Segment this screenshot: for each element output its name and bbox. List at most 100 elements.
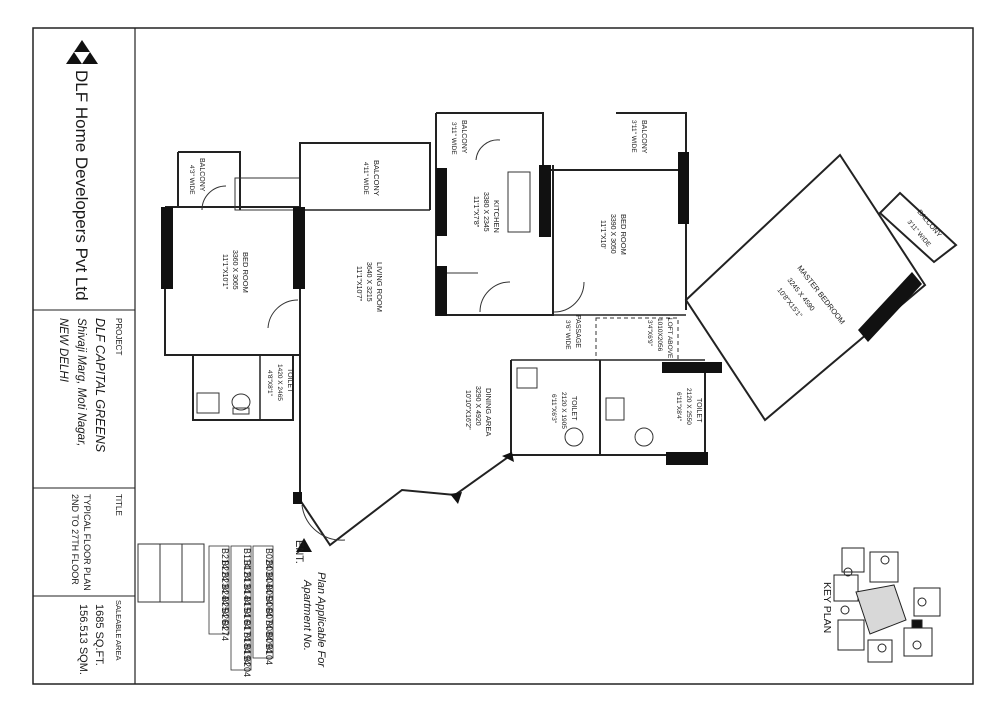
svg-text:TOILET: TOILET: [286, 368, 293, 393]
title-line2: 2ND TO 27TH FLOOR: [70, 494, 80, 585]
apartment-number: B274: [220, 620, 230, 641]
room-balcony-3: BALCONY 3'11" WIDE: [450, 120, 467, 155]
apartment-number: B194: [242, 644, 252, 665]
applicability-line1: Plan Applicable For: [315, 572, 327, 668]
svg-text:3380 X 2345: 3380 X 2345: [482, 192, 489, 232]
apartment-number: B114: [242, 548, 252, 568]
svg-text:4'3" WIDE: 4'3" WIDE: [188, 165, 195, 195]
apartment-number: B124: [242, 560, 252, 581]
floor-plan: [161, 112, 958, 547]
svg-text:11'1"X10'7": 11'1"X10'7": [355, 266, 362, 302]
dlf-logo-icon: [66, 40, 98, 64]
apartment-number: B154: [242, 596, 252, 617]
apartment-number: B094: [264, 632, 274, 653]
key-plan-diagram: [833, 547, 941, 663]
apartment-number: B064: [264, 596, 274, 617]
apartment-number: B024: [264, 548, 274, 569]
room-balcony-2: BALCONY 4'11" WIDE: [362, 160, 381, 196]
svg-text:BALCONY: BALCONY: [372, 160, 381, 196]
apartment-column-box: [208, 545, 230, 635]
room-toilet-3: TOILET 2120 X 2550 6'11"X8'4": [675, 388, 702, 425]
project-address-line1: Shivaji Marg, Moti Nagar,: [75, 318, 87, 446]
apartment-number: B204: [242, 656, 252, 677]
sheet-border: [32, 27, 974, 685]
svg-text:3390 X 3050: 3390 X 3050: [609, 214, 616, 254]
svg-text:2120 X 2550: 2120 X 2550: [685, 388, 692, 425]
svg-text:3290 X 4920: 3290 X 4920: [474, 386, 481, 426]
svg-text:1010X2056: 1010X2056: [656, 318, 663, 352]
entrance-arrow-icon: [296, 538, 312, 552]
svg-text:DINING AREA: DINING AREA: [484, 388, 493, 436]
apartment-number: B044: [264, 572, 274, 593]
room-dining-area: DINING AREA 3290 X 4920 10'10"X16'2": [464, 386, 493, 436]
title-heading: TITLE: [114, 494, 123, 516]
svg-text:3'11" WIDE: 3'11" WIDE: [450, 122, 457, 155]
apartment-number: B134: [242, 572, 252, 593]
apartment-number: B144: [242, 584, 252, 605]
apartment-column-box: [252, 545, 274, 659]
room-toilet-2: TOILET 2120 X 1905 6'11"X6'3": [550, 392, 577, 429]
svg-text:6'11"X8'4": 6'11"X8'4": [675, 392, 682, 422]
apartment-number: B234: [220, 572, 230, 593]
title-block: DLF Home Developers Pvt Ltd PROJECT DLF …: [33, 28, 136, 684]
apartment-number: B224: [220, 560, 230, 581]
key-plan-label: KEY PLAN: [821, 582, 833, 633]
project-address-line2: NEW DELHI: [57, 318, 69, 383]
room-master-bedroom: MASTER BEDROOM 3245 X 4590 10'8"X15'1": [775, 264, 846, 326]
area-sqft: 1685 SQ.FT.: [93, 604, 105, 666]
title-line1: TYPICAL FLOOR PLAN: [82, 494, 92, 591]
room-loft-above: LOFT ABOVE 1010X2056 3'4"X6'9": [646, 318, 673, 359]
svg-text:KITCHEN: KITCHEN: [492, 200, 501, 233]
svg-text:3'11" WIDE: 3'11" WIDE: [630, 120, 637, 153]
svg-text:1420 X 2465: 1420 X 2465: [276, 364, 283, 401]
apartment-number: B244: [220, 584, 230, 605]
apartment-number: B184: [242, 632, 252, 653]
project-name: DLF CAPITAL GREENS: [93, 318, 107, 453]
svg-text:TOILET: TOILET: [695, 398, 702, 423]
svg-text:11'1"X10': 11'1"X10': [599, 220, 606, 249]
svg-text:TOILET: TOILET: [570, 396, 577, 421]
svg-text:BALCONY: BALCONY: [198, 158, 205, 192]
svg-text:11'1"X10'1": 11'1"X10'1": [221, 254, 228, 290]
svg-text:3'4"X6'9": 3'4"X6'9": [646, 320, 653, 347]
room-kitchen: KITCHEN 3380 X 2345 11'1"X7'8": [472, 192, 501, 233]
apartment-column-box: [230, 545, 252, 671]
area-heading: SALEABLE AREA: [114, 600, 123, 660]
entrance-marker: ENT.: [293, 538, 312, 564]
room-balcony-5: BALCONY 3'11" WIDE: [905, 209, 942, 249]
room-bedroom-2: BED ROOM 3390 X 3050 11'1"X10': [599, 214, 628, 255]
apartment-number: B054: [264, 584, 274, 605]
room-passage: PASSAGE 3'6" WIDE: [564, 315, 581, 350]
key-plan: KEY PLAN: [821, 547, 941, 663]
svg-text:11'1"X7'8": 11'1"X7'8": [472, 196, 479, 228]
room-balcony-1: BALCONY 4'3" WIDE: [188, 158, 205, 195]
svg-text:3'6" WIDE: 3'6" WIDE: [564, 320, 571, 350]
apartment-number: B074: [264, 608, 274, 629]
apartment-number: B174: [242, 620, 252, 641]
apartment-number: B264: [220, 608, 230, 629]
project-heading: PROJECT: [114, 318, 123, 355]
svg-text:BALCONY: BALCONY: [460, 120, 467, 154]
room-balcony-4: BALCONY 3'11" WIDE: [630, 120, 647, 154]
apartment-number: B084: [264, 620, 274, 641]
apartment-number: B034: [264, 560, 274, 581]
room-toilet-1: TOILET 1420 X 2465 4'8"X8'1": [266, 364, 293, 401]
applicability-line2: Apartment No.: [301, 579, 313, 651]
svg-text:6'11"X6'3": 6'11"X6'3": [550, 394, 557, 424]
svg-text:BALCONY: BALCONY: [640, 120, 647, 154]
svg-text:4'8"X8'1": 4'8"X8'1": [266, 370, 273, 397]
svg-text:3360 X 3065: 3360 X 3065: [231, 250, 238, 290]
apartment-number: B104: [264, 644, 274, 665]
area-sqm: 156.513 SQM.: [77, 604, 89, 675]
apartment-number: B214: [220, 548, 230, 569]
svg-text:BED ROOM: BED ROOM: [241, 252, 250, 293]
room-bedroom-1: BED ROOM 3360 X 3065 11'1"X10'1": [221, 250, 250, 293]
svg-text:LIVING ROOM: LIVING ROOM: [375, 262, 384, 312]
room-living-room: LIVING ROOM 3640 X 3215 11'1"X10'7": [355, 262, 384, 312]
company-name: DLF Home Developers Pvt Ltd: [72, 70, 91, 301]
svg-text:BED ROOM: BED ROOM: [619, 214, 628, 255]
svg-text:PASSAGE: PASSAGE: [574, 315, 581, 348]
svg-text:3640 X 3215: 3640 X 3215: [365, 262, 372, 302]
svg-text:10'10"X16'2": 10'10"X16'2": [464, 390, 471, 430]
